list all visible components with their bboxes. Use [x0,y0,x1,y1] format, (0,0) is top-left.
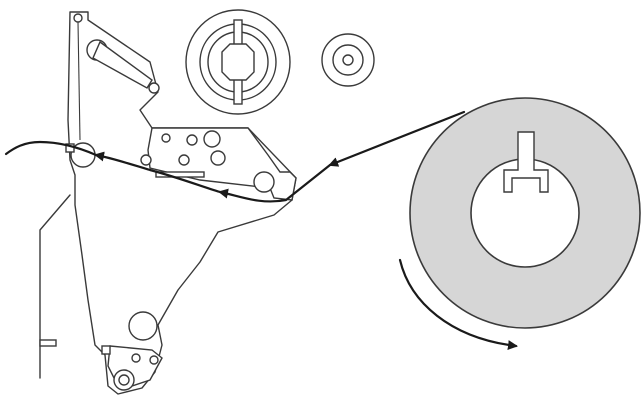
printhead-strip [155,171,205,178]
media-guide-roller [253,171,275,193]
frame-left-line [39,194,71,379]
ribbon-takeup-spindle [321,33,375,87]
side-plate-inner [77,21,81,141]
side-plate-outline [67,11,297,395]
roll-holder-icon [503,131,549,193]
lower-roller [128,311,158,341]
sensor-tab [39,339,57,347]
lever-end-cap [148,82,160,94]
head-lever [73,13,160,94]
media-path [4,110,466,203]
lever-arm [92,40,153,89]
media-roll [409,97,641,329]
media-path-exit [4,140,98,157]
printer-frame [39,11,297,395]
lever-pivot-top [73,13,83,23]
media-path-guide-section [218,163,332,203]
ribbon-supply-spindle [185,9,291,115]
roll-rotation-arrow [398,258,518,350]
spindle-hex [221,43,255,81]
printhead-assembly [140,127,297,201]
media-path-head-section [94,151,222,194]
lower-mechanism [101,311,163,391]
media-path-roll-to-guide [328,110,466,167]
